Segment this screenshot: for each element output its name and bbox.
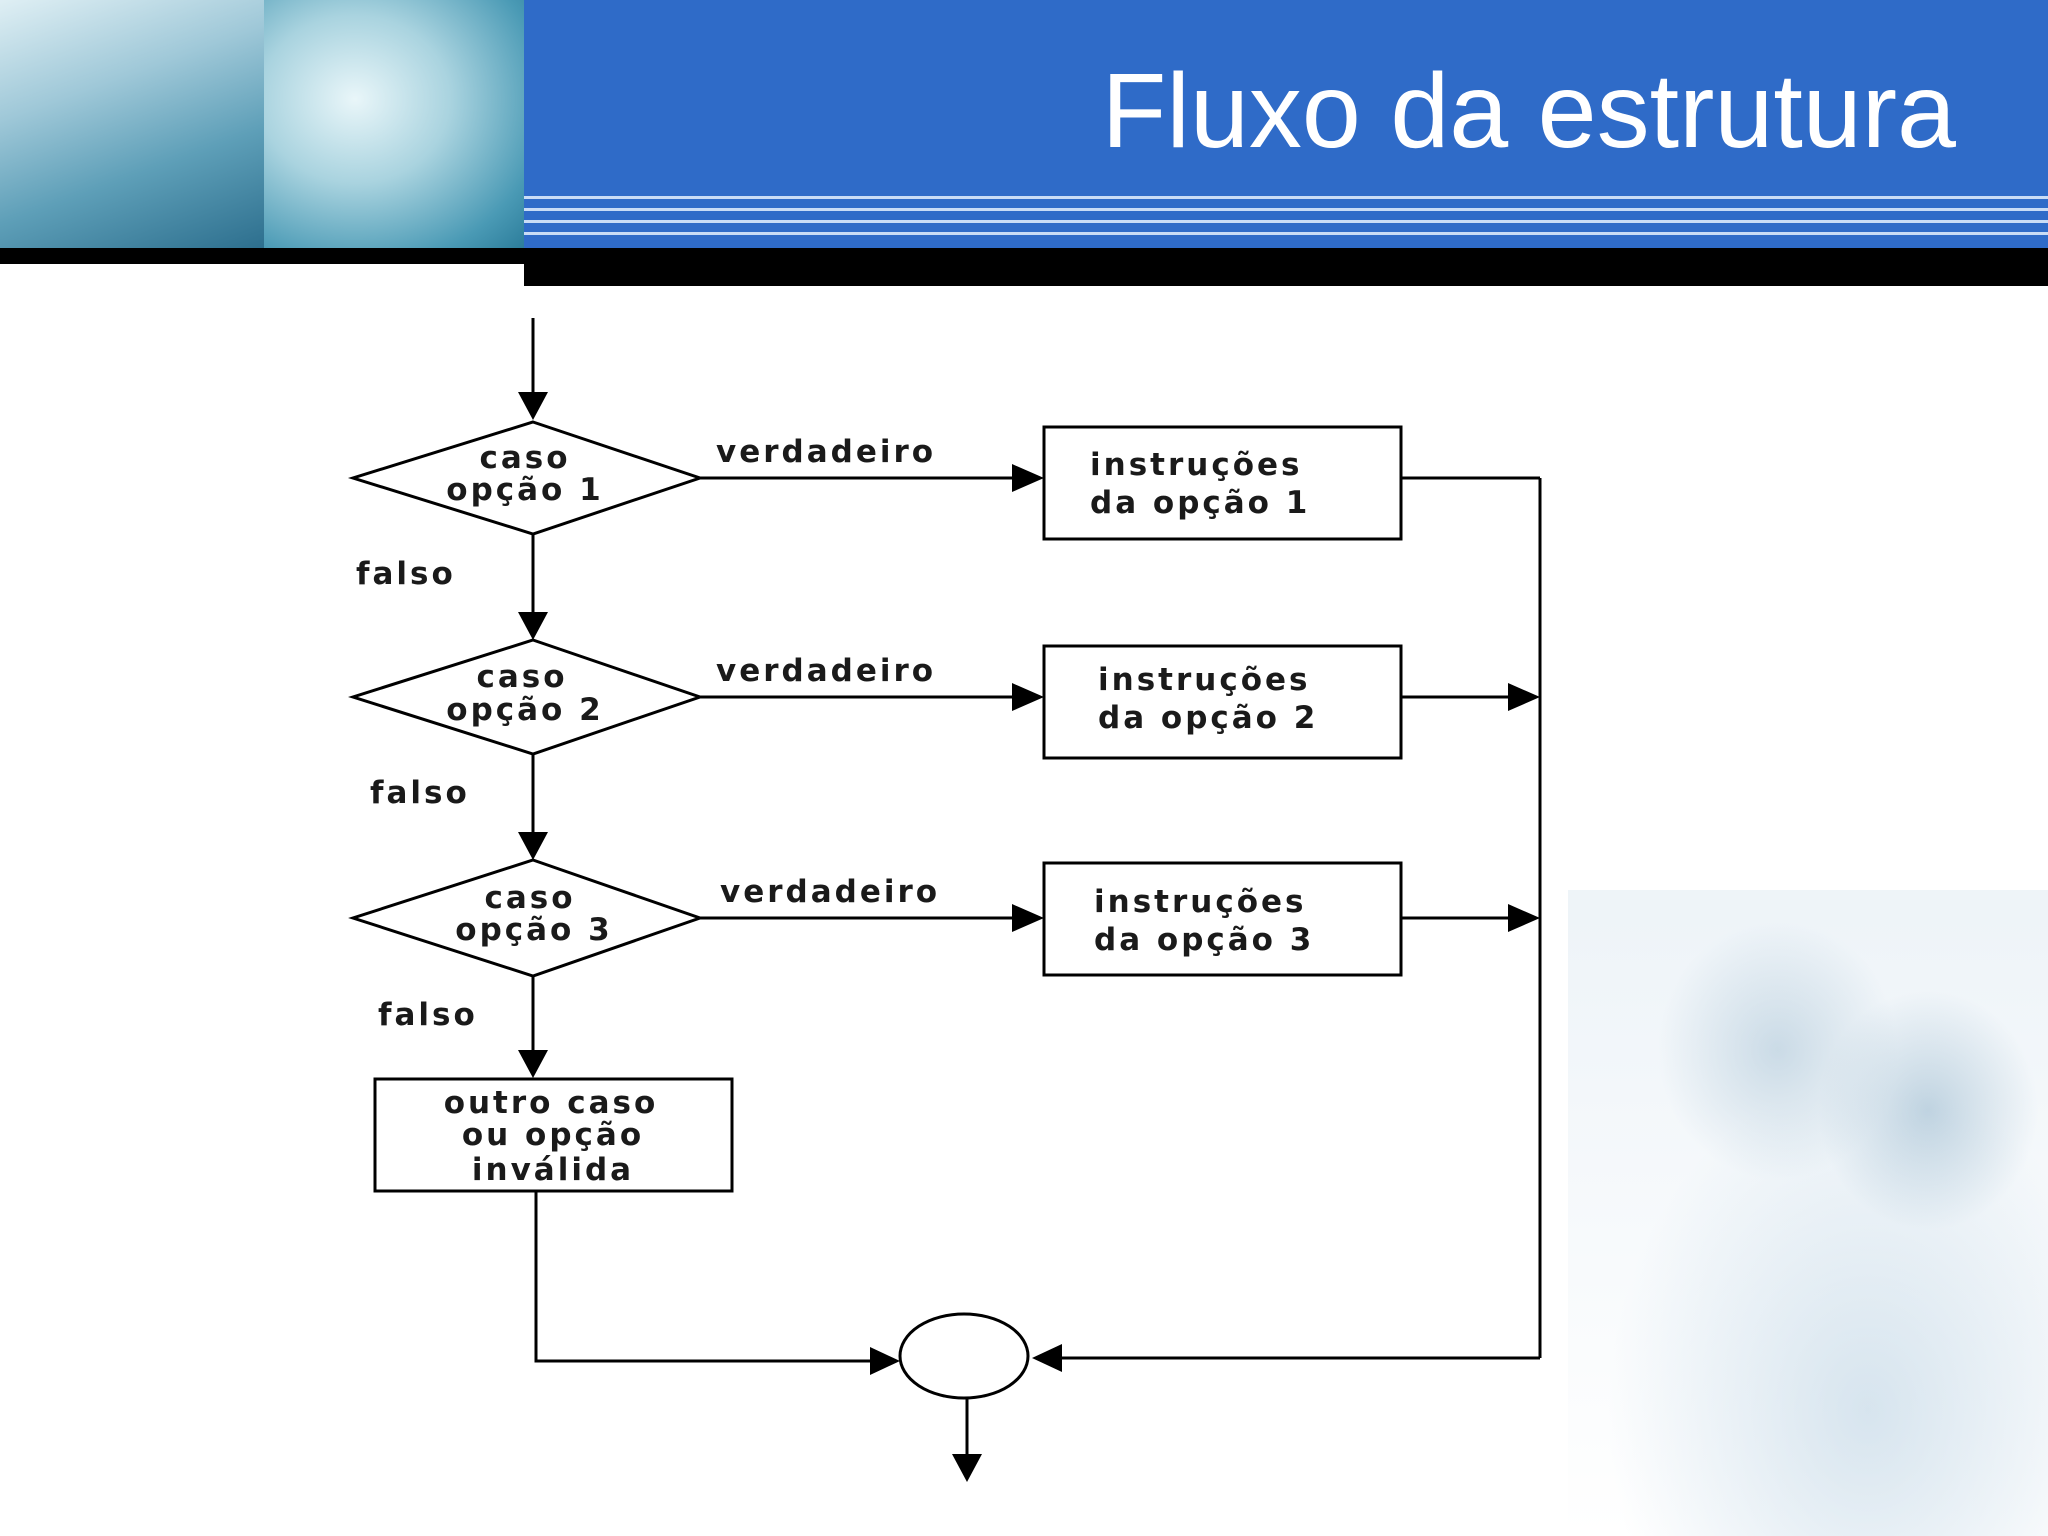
false-label-2: falso bbox=[370, 775, 470, 811]
default-to-join-connector bbox=[534, 1191, 870, 1363]
slide-title: Fluxo da estrutura bbox=[1101, 52, 1956, 170]
join-circle bbox=[898, 1312, 1030, 1400]
header-underline bbox=[524, 248, 2048, 286]
true-label-2: verdadeiro bbox=[716, 653, 936, 689]
slide-header: Fluxo da estrutura bbox=[0, 0, 2048, 286]
decision-2-label-line2: opção 2 bbox=[446, 692, 603, 728]
instructions-3-line1: instruções bbox=[1094, 884, 1306, 920]
true-label-1: verdadeiro bbox=[716, 434, 936, 470]
true-arrow-3-head bbox=[1012, 904, 1044, 932]
true-label-3: verdadeiro bbox=[720, 874, 940, 910]
true-arrow-1-head bbox=[1012, 464, 1044, 492]
default-to-join-arrow-head bbox=[870, 1347, 900, 1375]
instructions-3-line2: da opção 3 bbox=[1094, 922, 1314, 958]
header-stripe bbox=[524, 232, 2048, 235]
decision-1-label-line1: caso bbox=[479, 440, 570, 476]
instructions-box-1 bbox=[1042, 425, 1403, 541]
default-case-box bbox=[373, 1077, 734, 1193]
default-case-line3: inválida bbox=[472, 1152, 634, 1188]
default-case-line2: ou opção bbox=[462, 1117, 644, 1153]
instructions-3-exit-head bbox=[1508, 904, 1540, 932]
background-people-photo bbox=[1568, 890, 2048, 1536]
instructions-2-line1: instruções bbox=[1098, 662, 1310, 698]
instructions-1-line1: instruções bbox=[1090, 447, 1302, 483]
decision-2-label-line1: caso bbox=[476, 659, 567, 695]
header-underline bbox=[0, 248, 524, 264]
computer-mouse-photo bbox=[264, 0, 524, 248]
true-arrow-2-head bbox=[1012, 683, 1044, 711]
decision-3-label-line1: caso bbox=[484, 880, 575, 916]
header-stripe bbox=[524, 208, 2048, 211]
decision-1-label-line2: opção 1 bbox=[446, 472, 603, 508]
exit-arrow-head bbox=[952, 1454, 982, 1482]
instructions-1-line2: da opção 1 bbox=[1090, 485, 1310, 521]
decision-3-label-line2: opção 3 bbox=[455, 912, 612, 948]
false-arrow-1-head bbox=[518, 612, 548, 640]
false-arrow-3-head bbox=[518, 1050, 548, 1078]
laptop-photo bbox=[0, 0, 264, 248]
default-case-line1: outro caso bbox=[444, 1085, 659, 1121]
header-stripe bbox=[524, 196, 2048, 199]
header-stripe bbox=[524, 220, 2048, 223]
instructions-2-line2: da opção 2 bbox=[1098, 700, 1318, 736]
false-label-3: falso bbox=[378, 997, 478, 1033]
instructions-2-exit-head bbox=[1508, 683, 1540, 711]
false-label-1: falso bbox=[356, 556, 456, 592]
instructions-box-2 bbox=[1042, 644, 1403, 760]
false-arrow-2-head bbox=[518, 832, 548, 860]
merge-to-join-arrow-head bbox=[1032, 1344, 1062, 1372]
title-band bbox=[524, 0, 2048, 248]
entry-arrow-head bbox=[518, 392, 548, 420]
